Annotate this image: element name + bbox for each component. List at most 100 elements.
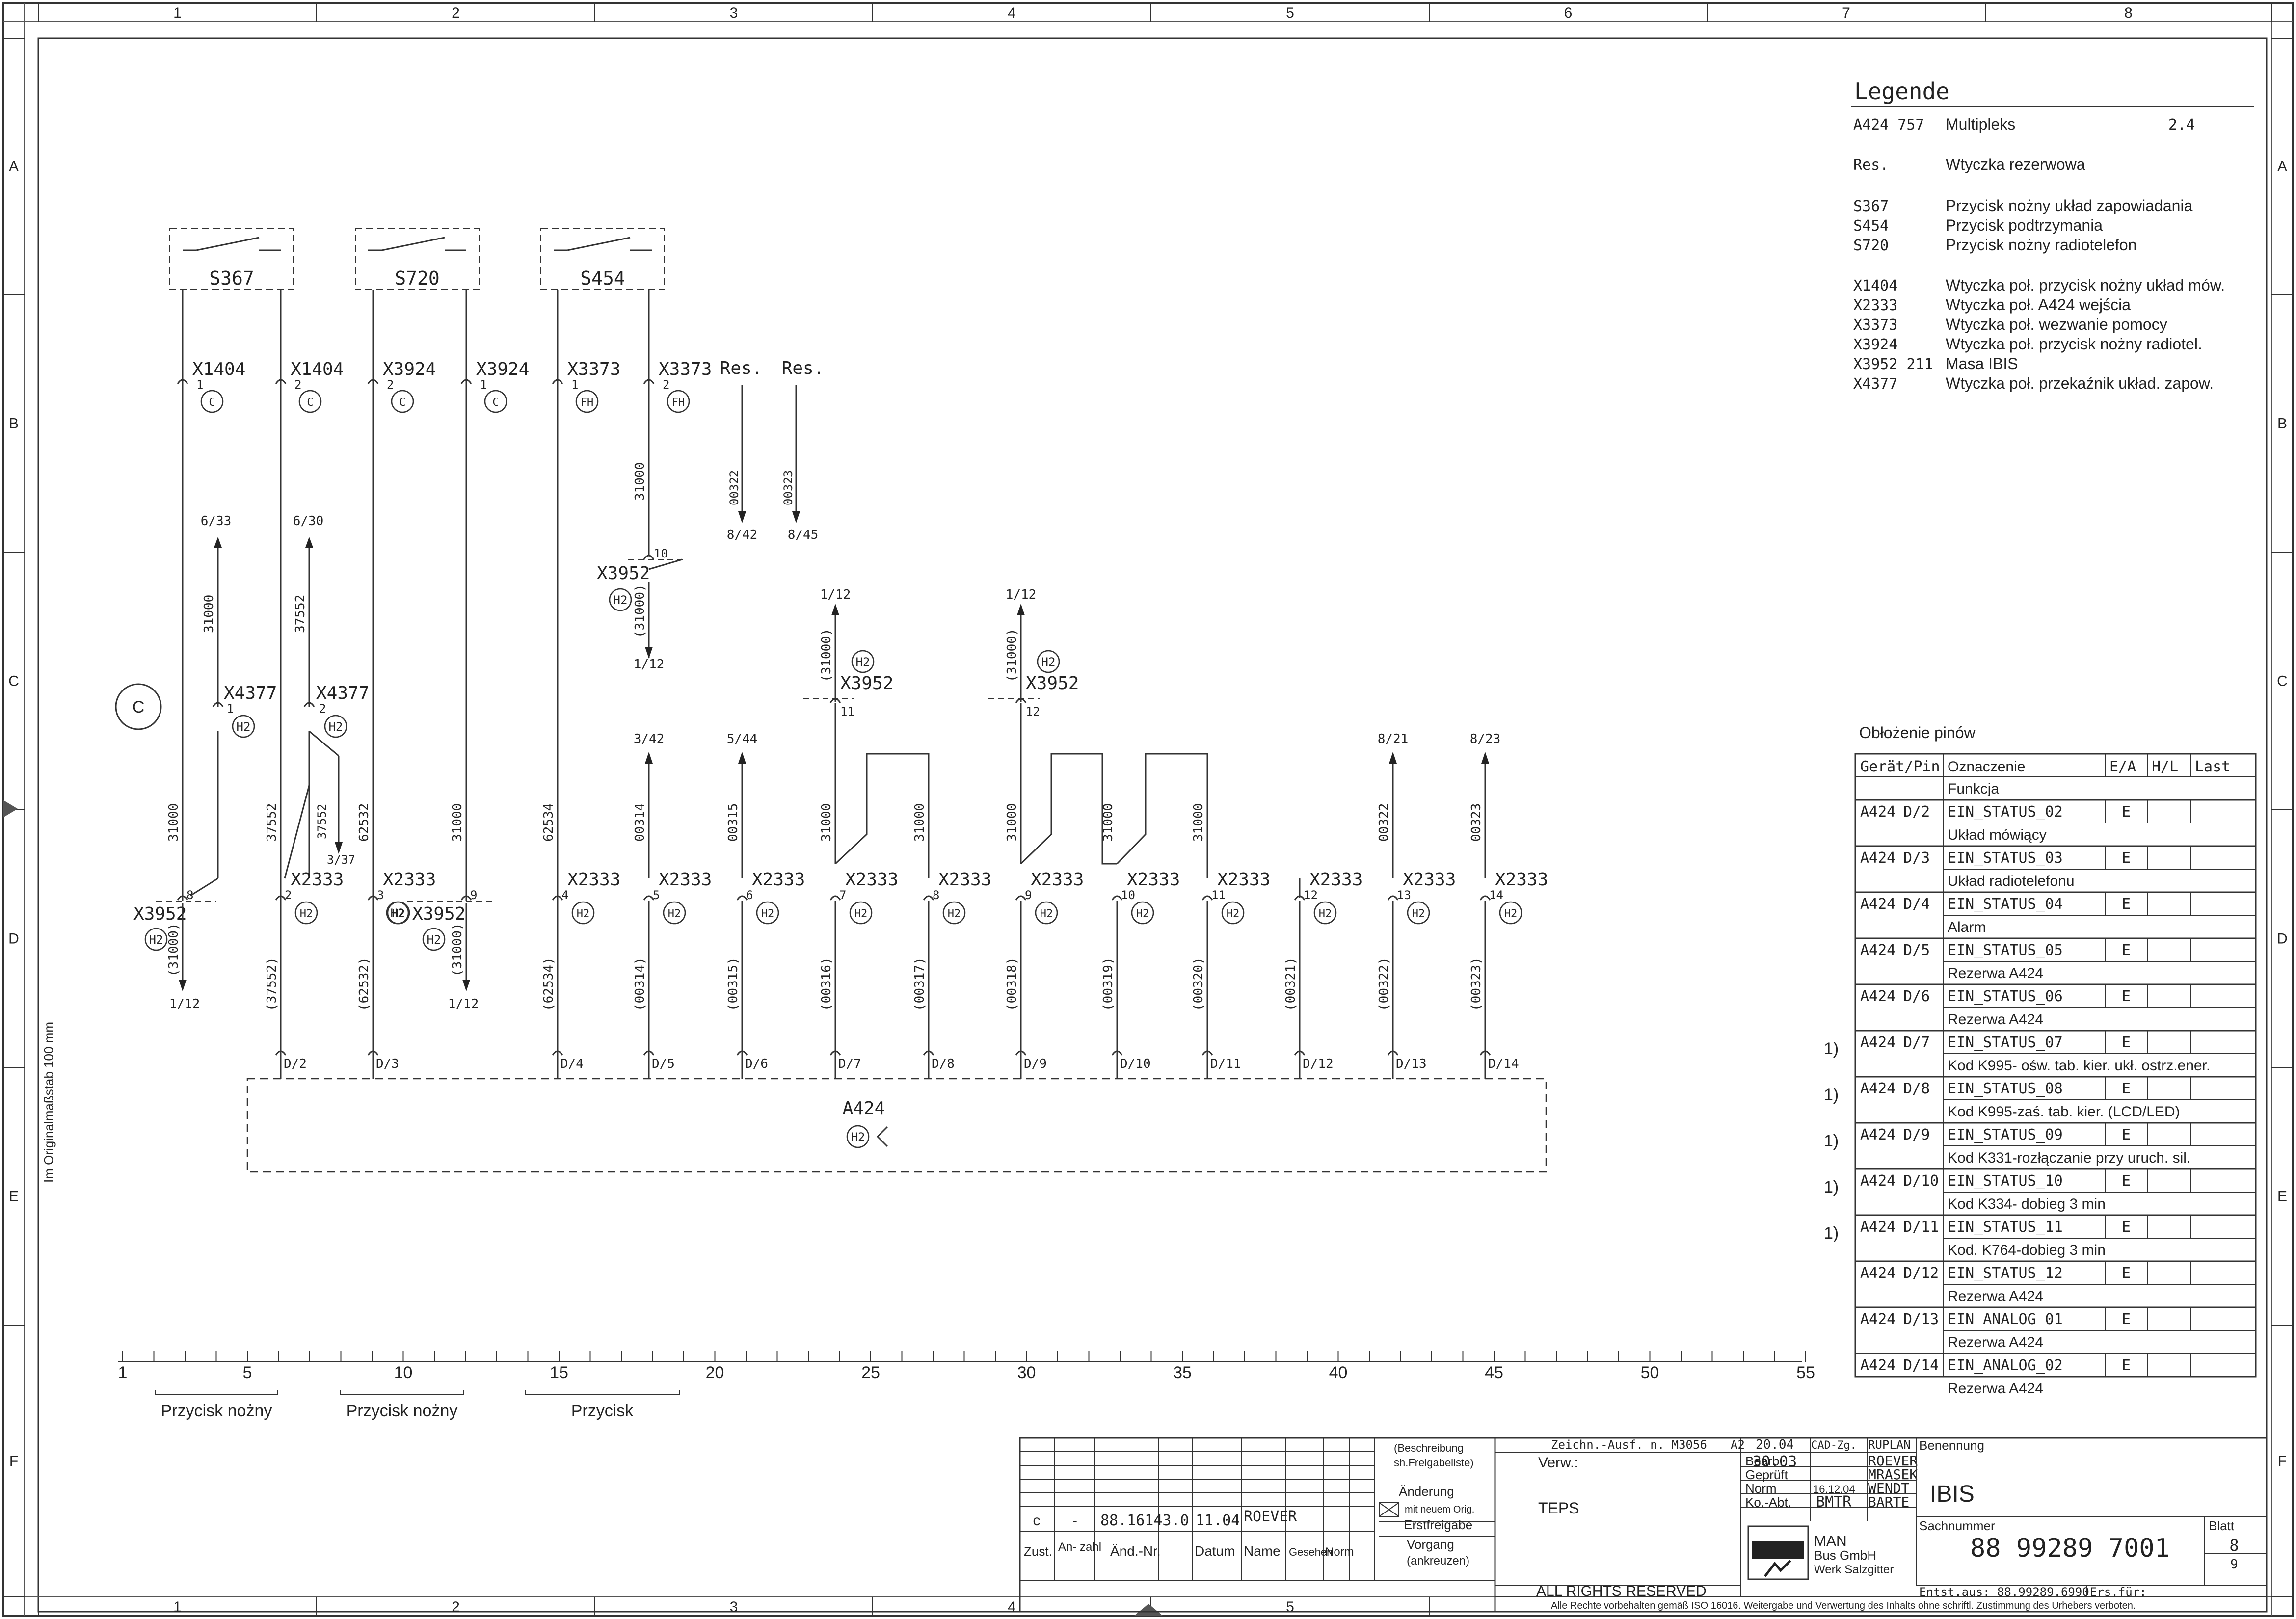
pin-label: 2: [663, 378, 669, 392]
label: -: [1072, 1513, 1077, 1529]
pin-label: 9: [1025, 888, 1032, 902]
label: 16.12.04: [1813, 1483, 1855, 1495]
connector-label: X2333: [383, 870, 436, 890]
legend-code: A424 757: [1853, 116, 1924, 133]
connector-label: X2333: [1495, 870, 1548, 890]
ruler-number: 1: [118, 1363, 128, 1382]
legend-desc: Wtyczka poł. przycisk nożny radiotel.: [1946, 335, 2202, 353]
x3952-left: X3952 H2 (31000) 1/12: [133, 901, 216, 1011]
ruler-number: 5: [243, 1363, 252, 1382]
connector-label: X2333: [659, 870, 712, 890]
ref-label: 8/23: [1470, 732, 1501, 746]
label: RUPLAN: [1868, 1438, 1911, 1452]
ref-label: 8/42: [727, 528, 758, 542]
legend-code: S454: [1853, 217, 1889, 235]
table-ea: E: [2122, 849, 2131, 867]
location-tag: H2: [237, 720, 251, 734]
frame-row-label: B: [9, 416, 19, 432]
svg-text:(31000): (31000): [819, 628, 834, 682]
svg-text:H2: H2: [427, 933, 441, 947]
connector-label: X1404: [291, 359, 344, 379]
table-ea: E: [2122, 1126, 2131, 1143]
pin-dest: D/10: [1120, 1057, 1151, 1071]
pin-dest: D/5: [652, 1057, 675, 1071]
wire-label: (00317): [912, 957, 927, 1011]
table-pin: D/2: [1903, 803, 1930, 821]
wire-label: (00314): [633, 957, 647, 1011]
ruler-number: 15: [550, 1363, 568, 1382]
legend-desc: Wtyczka rezerwowa: [1946, 156, 2085, 173]
wire-label: 37552: [265, 803, 279, 842]
connector-label: X4377: [316, 683, 369, 703]
table-footnote: 1): [1824, 1132, 1839, 1150]
pin-label: 2: [294, 378, 301, 392]
ref-arrow: 8/21: [1378, 732, 1409, 878]
ruler-group-label: Przycisk nożny: [347, 1402, 458, 1420]
pin-label: 4: [561, 888, 568, 902]
wire-label: 00323: [781, 470, 795, 505]
pin-label: 12: [1304, 888, 1318, 902]
table-signal: EIN_STATUS_10: [1948, 1172, 2063, 1190]
location-tag: H2: [392, 908, 405, 920]
center-mark-left: [3, 800, 18, 818]
pin-label: 9: [470, 888, 477, 902]
frame-col-label: 3: [730, 1599, 738, 1615]
label: Sachnummer: [1919, 1518, 1995, 1533]
label: MRASEK: [1868, 1466, 1918, 1483]
pin-dest: D/13: [1396, 1057, 1427, 1071]
table-ea: E: [2122, 1034, 2131, 1051]
table-footnote: 1): [1824, 1086, 1839, 1104]
label: Datum: [1195, 1543, 1235, 1559]
pin-dest: D/8: [932, 1057, 955, 1071]
label: Zeichn.-Ausf. n. M3056: [1551, 1438, 1707, 1452]
pin-label: 1: [227, 702, 234, 716]
label: WENDT: [1868, 1480, 1909, 1496]
wire-label: 31000: [819, 803, 834, 842]
wire-label: 62534: [541, 803, 556, 842]
x3952-pin11: 1/12 (31000) H2 X3952 11: [803, 587, 893, 864]
pin-dest: D/4: [561, 1057, 584, 1071]
table-ea: E: [2122, 1311, 2131, 1328]
wire-label: 37552: [315, 804, 329, 839]
svg-text:H2: H2: [1041, 655, 1056, 669]
wire-label: (00318): [1005, 957, 1019, 1011]
label: Änderung: [1399, 1484, 1454, 1499]
table-device: A424: [1860, 1265, 1896, 1282]
label: Geprüft: [1745, 1467, 1788, 1482]
location-tag: H2: [1412, 908, 1425, 920]
table-ea: E: [2122, 1265, 2131, 1282]
table-device: A424: [1860, 896, 1896, 913]
module-a424: A424 H2: [246, 1078, 1547, 1173]
location-tag: H2: [1227, 908, 1240, 920]
label: Norm: [1325, 1545, 1354, 1559]
legend-code: X2333: [1853, 297, 1897, 314]
frame-row-label: E: [2277, 1189, 2287, 1205]
ref-label: 8/21: [1378, 732, 1409, 746]
svg-text:H2: H2: [614, 593, 628, 607]
connector-label: X2333: [291, 870, 344, 890]
location-tag: H2: [1504, 908, 1518, 920]
legend-desc: Wtyczka poł. wezwanie pomocy: [1946, 316, 2167, 333]
svg-text:(31000): (31000): [450, 923, 465, 977]
table-device: A424: [1860, 988, 1896, 1005]
table-footnote: 1): [1824, 1039, 1839, 1058]
table-signal: EIN_STATUS_05: [1948, 942, 2063, 959]
pin-label: 1: [480, 378, 487, 392]
location-tag: H2: [577, 908, 590, 920]
wire-label: (00321): [1283, 957, 1298, 1011]
legend-desc: Przycisk nożny radiotelefon: [1946, 236, 2137, 254]
pin-dest: D/7: [838, 1057, 861, 1071]
connector-label: X2333: [938, 870, 991, 890]
table-ea: E: [2122, 1219, 2131, 1236]
table-function: Rezerwa A424: [1948, 965, 2043, 982]
table-device: A424: [1860, 1311, 1896, 1328]
svg-text:1/12: 1/12: [1006, 587, 1037, 602]
svg-text:1/12: 1/12: [634, 657, 665, 672]
pin-table-title: Obłożenie pinów: [1859, 724, 1976, 742]
frame-col-label: 8: [2124, 5, 2133, 21]
